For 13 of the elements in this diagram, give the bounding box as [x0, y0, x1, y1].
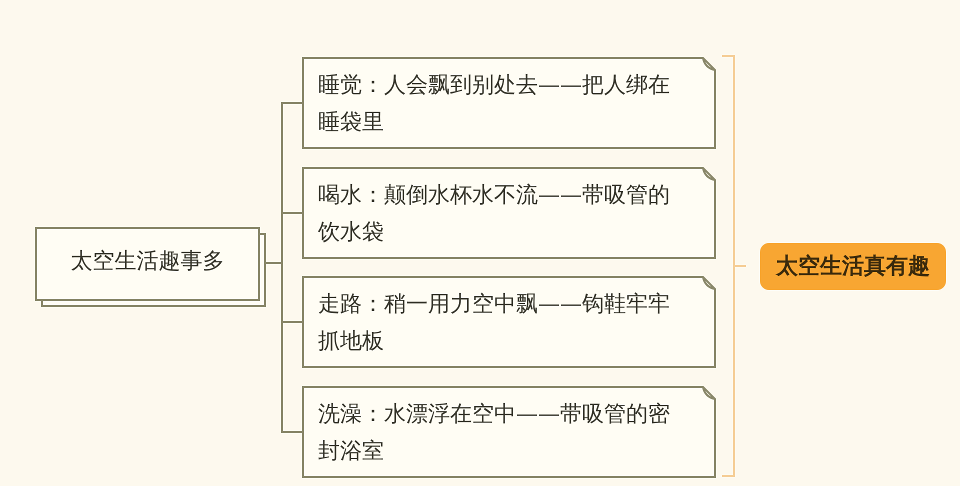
note-text: 走路：稍一用力空中飘——钩鞋牢牢抓地板 [318, 291, 671, 356]
topic-card [35, 227, 266, 307]
note-card [302, 276, 716, 368]
topic-text: 太空生活趣事多 [70, 248, 226, 276]
note-card [302, 386, 716, 478]
note-card [302, 167, 716, 259]
note-card [302, 57, 716, 149]
summary-text: 太空生活真有趣 [774, 252, 931, 281]
note-text: 喝水：颠倒水杯水不流——带吸管的饮水袋 [318, 182, 671, 247]
note-text: 洗澡：水漂浮在空中——带吸管的密封浴室 [318, 401, 671, 466]
connector-line [266, 262, 302, 433]
summary-box [760, 243, 946, 290]
note-text: 睡觉：人会飘到别处去——把人绑在睡袋里 [318, 72, 671, 137]
